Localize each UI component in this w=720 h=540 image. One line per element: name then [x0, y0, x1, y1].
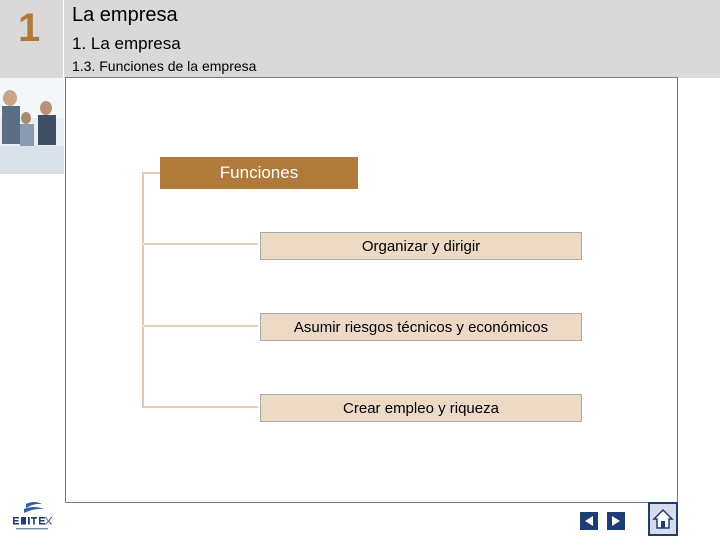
next-button[interactable] [607, 512, 625, 530]
office-photo [0, 78, 64, 174]
header-bar: 1 La empresa 1. La empresa 1.3. Funcione… [0, 0, 720, 78]
chapter-number: 1 [18, 6, 41, 50]
home-icon [652, 508, 674, 529]
diagram-item-organizar: Organizar y dirigir [260, 232, 582, 260]
content-panel [65, 77, 678, 503]
prev-button[interactable] [580, 512, 598, 530]
section-title: 1. La empresa [72, 34, 181, 53]
editex-logo [8, 500, 56, 534]
arrow-right-icon [612, 516, 620, 526]
home-button[interactable] [648, 502, 678, 536]
arrow-left-icon [585, 516, 593, 526]
diagram-item-empleo: Crear empleo y riqueza [260, 394, 582, 422]
subsection-title: 1.3. Funciones de la empresa [72, 58, 257, 74]
header-divider [63, 0, 64, 78]
diagram-root-box: Funciones [160, 157, 358, 189]
connector-trunk [142, 172, 258, 408]
diagram-item-riesgos: Asumir riesgos técnicos y económicos [260, 313, 582, 341]
page-title: La empresa [72, 4, 178, 26]
